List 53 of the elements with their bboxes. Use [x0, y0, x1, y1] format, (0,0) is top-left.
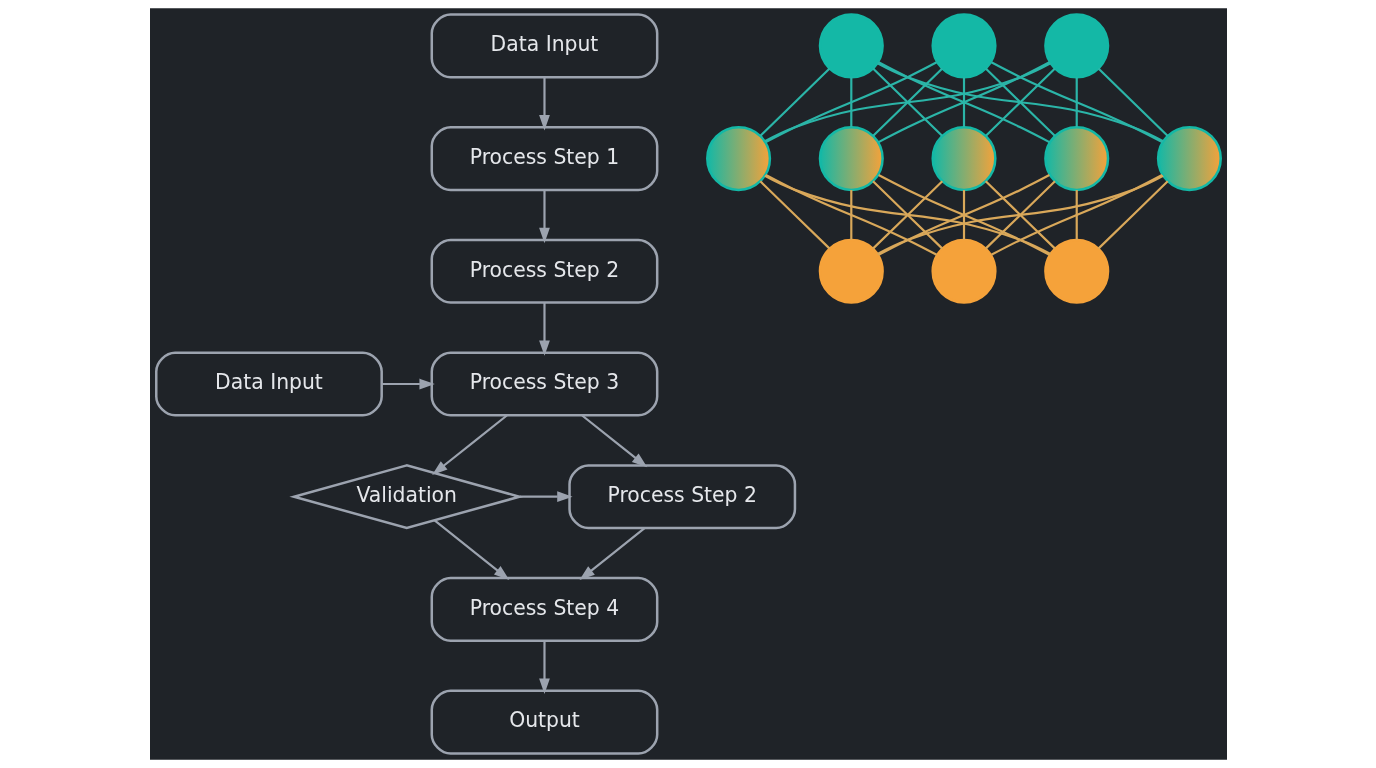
connector: [984, 67, 1056, 137]
node-box: Process Step 4: [430, 576, 658, 642]
connector: [871, 67, 943, 137]
connector: [849, 77, 852, 128]
connector: [763, 174, 1051, 255]
arrow: [431, 414, 507, 475]
node-circle: [930, 126, 997, 192]
connector: [763, 62, 1051, 143]
node-box: Process Step 2: [430, 238, 658, 304]
connector: [990, 174, 1163, 256]
connector: [759, 67, 830, 137]
connector: [876, 62, 1164, 143]
connector: [877, 174, 1050, 256]
arrow: [538, 640, 550, 694]
connector: [1097, 180, 1168, 250]
arrow: [538, 190, 550, 244]
connector: [876, 174, 1164, 255]
node-circle: [818, 238, 884, 304]
arrow: [381, 378, 435, 390]
node-circle: [930, 238, 997, 304]
arrow: [579, 527, 645, 580]
connector: [1075, 190, 1078, 240]
connector: [962, 77, 965, 128]
connector: [984, 180, 1056, 250]
node-circle: [1156, 126, 1222, 192]
connector: [962, 190, 965, 240]
node-circle: [705, 126, 771, 192]
node-circle: [818, 13, 884, 79]
node-circle: [1043, 238, 1109, 304]
connector: [764, 61, 937, 144]
connector: [990, 61, 1163, 144]
connector: [764, 174, 937, 256]
node-box: Data Input: [154, 351, 383, 417]
node-circle: [1043, 126, 1109, 192]
arrow: [538, 302, 550, 356]
arrow: [580, 414, 647, 468]
arrow: [433, 519, 509, 580]
node-box: Output: [430, 689, 658, 755]
connector: [877, 61, 1050, 144]
node-box: Process Step 1: [430, 126, 658, 192]
node-box: Process Step 2: [567, 464, 796, 530]
node-box: Process Step 3: [430, 351, 658, 417]
arrow: [538, 77, 550, 131]
connector: [759, 180, 830, 250]
connector: [1075, 77, 1078, 128]
connector: [1097, 67, 1169, 137]
node-circle: [818, 126, 884, 192]
node-box: Data Input: [430, 13, 658, 79]
node-circle: [930, 13, 997, 79]
arrow: [519, 491, 573, 503]
node-circle: [1043, 13, 1109, 79]
connector: [871, 180, 943, 250]
connector: [849, 190, 852, 240]
